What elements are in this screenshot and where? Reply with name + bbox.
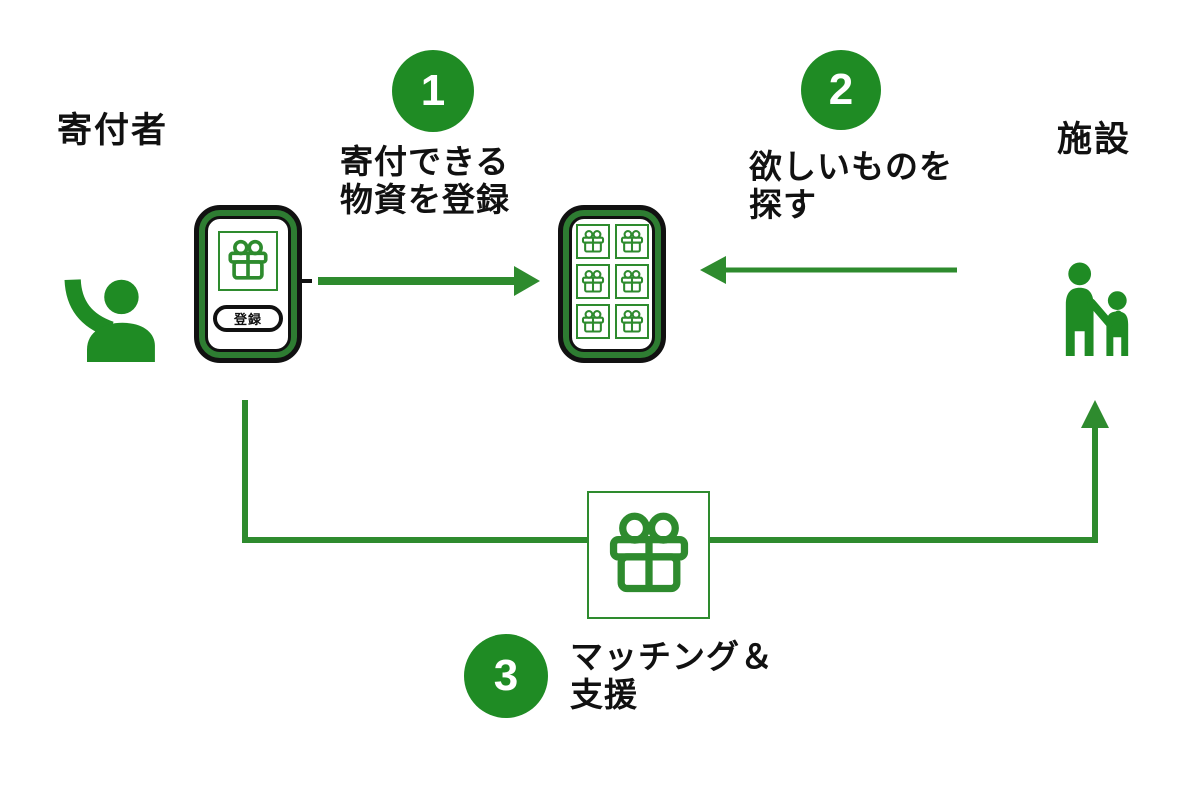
step-1-label-line2: 物資を登録	[340, 181, 510, 218]
step-2-badge: 2	[801, 50, 881, 130]
step-1-badge: 1	[392, 50, 474, 132]
step-3-label: マッチング＆ 支援	[570, 638, 774, 714]
step-2-label: 欲しいものを 探す	[749, 148, 953, 224]
register-button: 登録	[213, 305, 283, 332]
step-3-badge: 3	[464, 634, 548, 718]
listing-phone-illustration	[558, 205, 666, 363]
listing-grid	[575, 224, 649, 339]
gift-icon	[603, 509, 695, 601]
step-1-number: 1	[420, 66, 446, 115]
step-1-label-line1: 寄付できる	[340, 143, 510, 180]
step-3-label-line2: 支援	[570, 676, 638, 713]
register-button-label: 登録	[233, 312, 262, 327]
facility-label: 施設	[1057, 120, 1132, 159]
gift-icon	[614, 224, 649, 259]
gift-icon	[575, 224, 610, 259]
arrow-register-to-listing	[318, 266, 540, 296]
listing-phone-screen	[569, 216, 655, 352]
gift-icon	[575, 264, 610, 299]
donor-phone-screen: 登録	[205, 216, 291, 352]
gift-icon	[575, 304, 610, 339]
gift-icon	[614, 304, 649, 339]
step-3-label-line1: マッチング＆	[570, 638, 774, 675]
donor-phone-illustration: 登録	[194, 205, 302, 363]
adult-and-child-icon	[1054, 262, 1140, 356]
arrow-facility-to-listing	[700, 256, 957, 284]
person-raising-hand-icon	[58, 274, 160, 362]
step-2-number: 2	[828, 65, 854, 114]
step-2-label-line1: 欲しいものを	[749, 148, 953, 185]
step-3-number: 3	[493, 651, 519, 700]
step-1-label: 寄付できる 物資を登録	[340, 143, 510, 219]
gift-icon	[218, 231, 278, 291]
matching-gift-box	[587, 491, 710, 619]
gift-icon	[614, 264, 649, 299]
donor-label: 寄付者	[57, 111, 169, 150]
step-2-label-line2: 探す	[749, 186, 817, 223]
